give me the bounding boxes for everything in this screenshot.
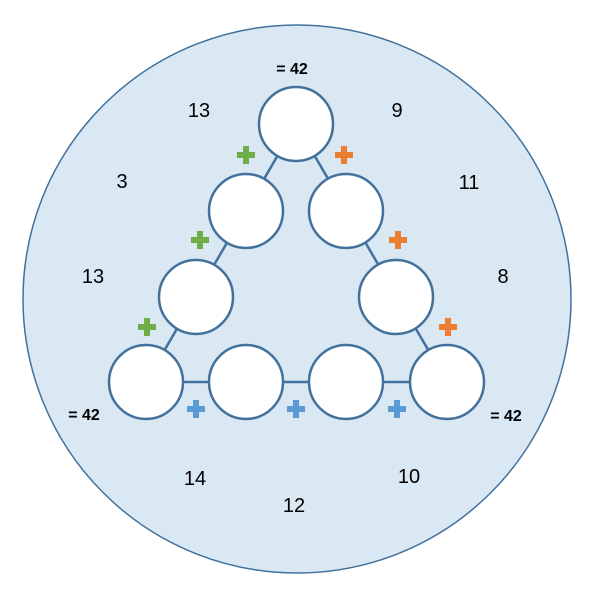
background-disc xyxy=(22,24,572,574)
plus-icon xyxy=(389,231,407,249)
answer-slot-bottom-left[interactable] xyxy=(107,343,185,421)
plus-icon xyxy=(388,400,406,418)
plus-icons-bottom xyxy=(187,400,406,418)
plus-icon xyxy=(191,231,209,249)
plus-icons-left xyxy=(138,146,255,336)
answer-slot-left-3[interactable] xyxy=(157,258,235,336)
answer-slot-right-3[interactable] xyxy=(357,258,435,336)
number-label: 13 xyxy=(188,100,210,122)
number-label: 13 xyxy=(82,266,104,288)
number-label: 9 xyxy=(391,100,402,122)
plus-icon xyxy=(439,318,457,336)
plus-icons-right xyxy=(335,146,457,336)
connector-lines xyxy=(144,123,449,384)
plus-icon xyxy=(187,400,205,418)
sum-top: = 42 xyxy=(276,61,308,78)
plus-icon xyxy=(138,318,156,336)
answer-slot-left-2[interactable] xyxy=(207,172,285,250)
answer-slot-bottom-2[interactable] xyxy=(207,343,285,421)
answer-slot-right-2[interactable] xyxy=(307,172,385,250)
sum-right: = 42 xyxy=(490,408,522,425)
answer-circles xyxy=(107,85,486,421)
number-label: 11 xyxy=(459,172,480,194)
plus-icon xyxy=(287,400,305,418)
sum-left: = 42 xyxy=(68,407,100,424)
plus-icon xyxy=(335,146,353,164)
number-label: 12 xyxy=(283,495,305,517)
answer-slot-top[interactable] xyxy=(257,85,335,163)
answer-slot-bottom-right[interactable] xyxy=(408,343,486,421)
number-label: 14 xyxy=(184,468,206,490)
plus-icon xyxy=(237,146,255,164)
number-label: 8 xyxy=(497,266,508,288)
number-label: 3 xyxy=(116,171,127,193)
answer-slot-bottom-3[interactable] xyxy=(307,343,385,421)
number-label: 10 xyxy=(398,466,420,488)
